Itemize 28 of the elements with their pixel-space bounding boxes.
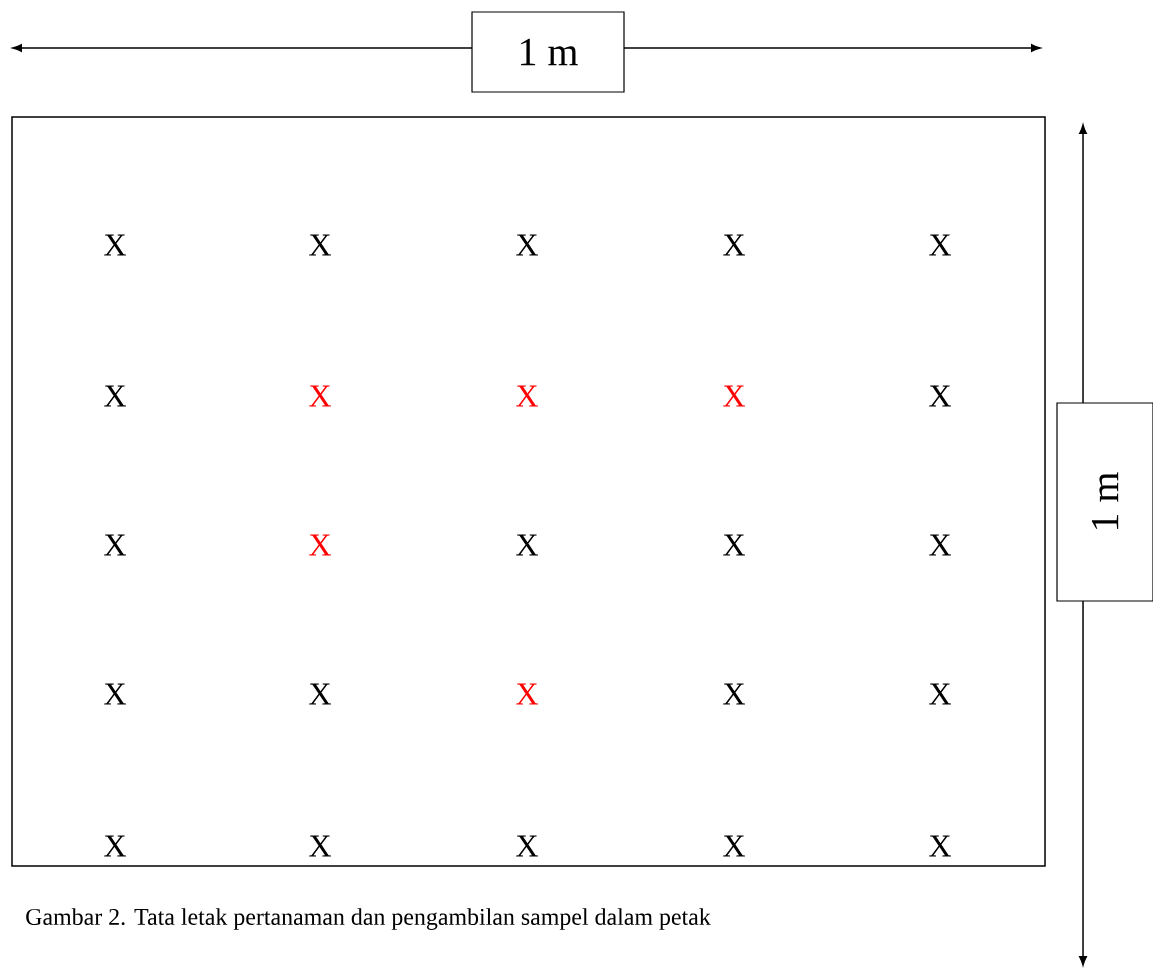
plant-mark: X <box>104 534 126 556</box>
plant-mark: X <box>309 683 331 705</box>
plant-mark: X <box>104 385 126 407</box>
plant-mark: X <box>723 534 745 556</box>
plant-mark: X <box>723 835 745 857</box>
dimension-box: 1 m <box>471 11 625 93</box>
plant-mark: X <box>309 835 331 857</box>
plant-mark: X <box>929 683 951 705</box>
plant-mark: X <box>309 534 331 556</box>
plant-mark: X <box>104 234 126 256</box>
dimension-box: 1 m <box>1056 402 1153 602</box>
plant-mark: X <box>104 835 126 857</box>
plant-mark: X <box>929 385 951 407</box>
plant-mark: X <box>516 683 538 705</box>
plant-mark: X <box>516 835 538 857</box>
plant-mark: X <box>929 835 951 857</box>
plant-mark: X <box>723 683 745 705</box>
plant-mark: X <box>723 385 745 407</box>
plant-mark: X <box>309 385 331 407</box>
plant-mark: X <box>309 234 331 256</box>
plant-mark: X <box>104 683 126 705</box>
plant-mark: X <box>929 534 951 556</box>
plant-mark: X <box>516 385 538 407</box>
plant-mark: X <box>516 534 538 556</box>
caption: Gambar 2. Tata letak pertanaman dan pengambilan sampel dalam petak <box>26 908 711 930</box>
plant-mark: X <box>929 234 951 256</box>
plant-mark: X <box>516 234 538 256</box>
plant-mark: X <box>723 234 745 256</box>
